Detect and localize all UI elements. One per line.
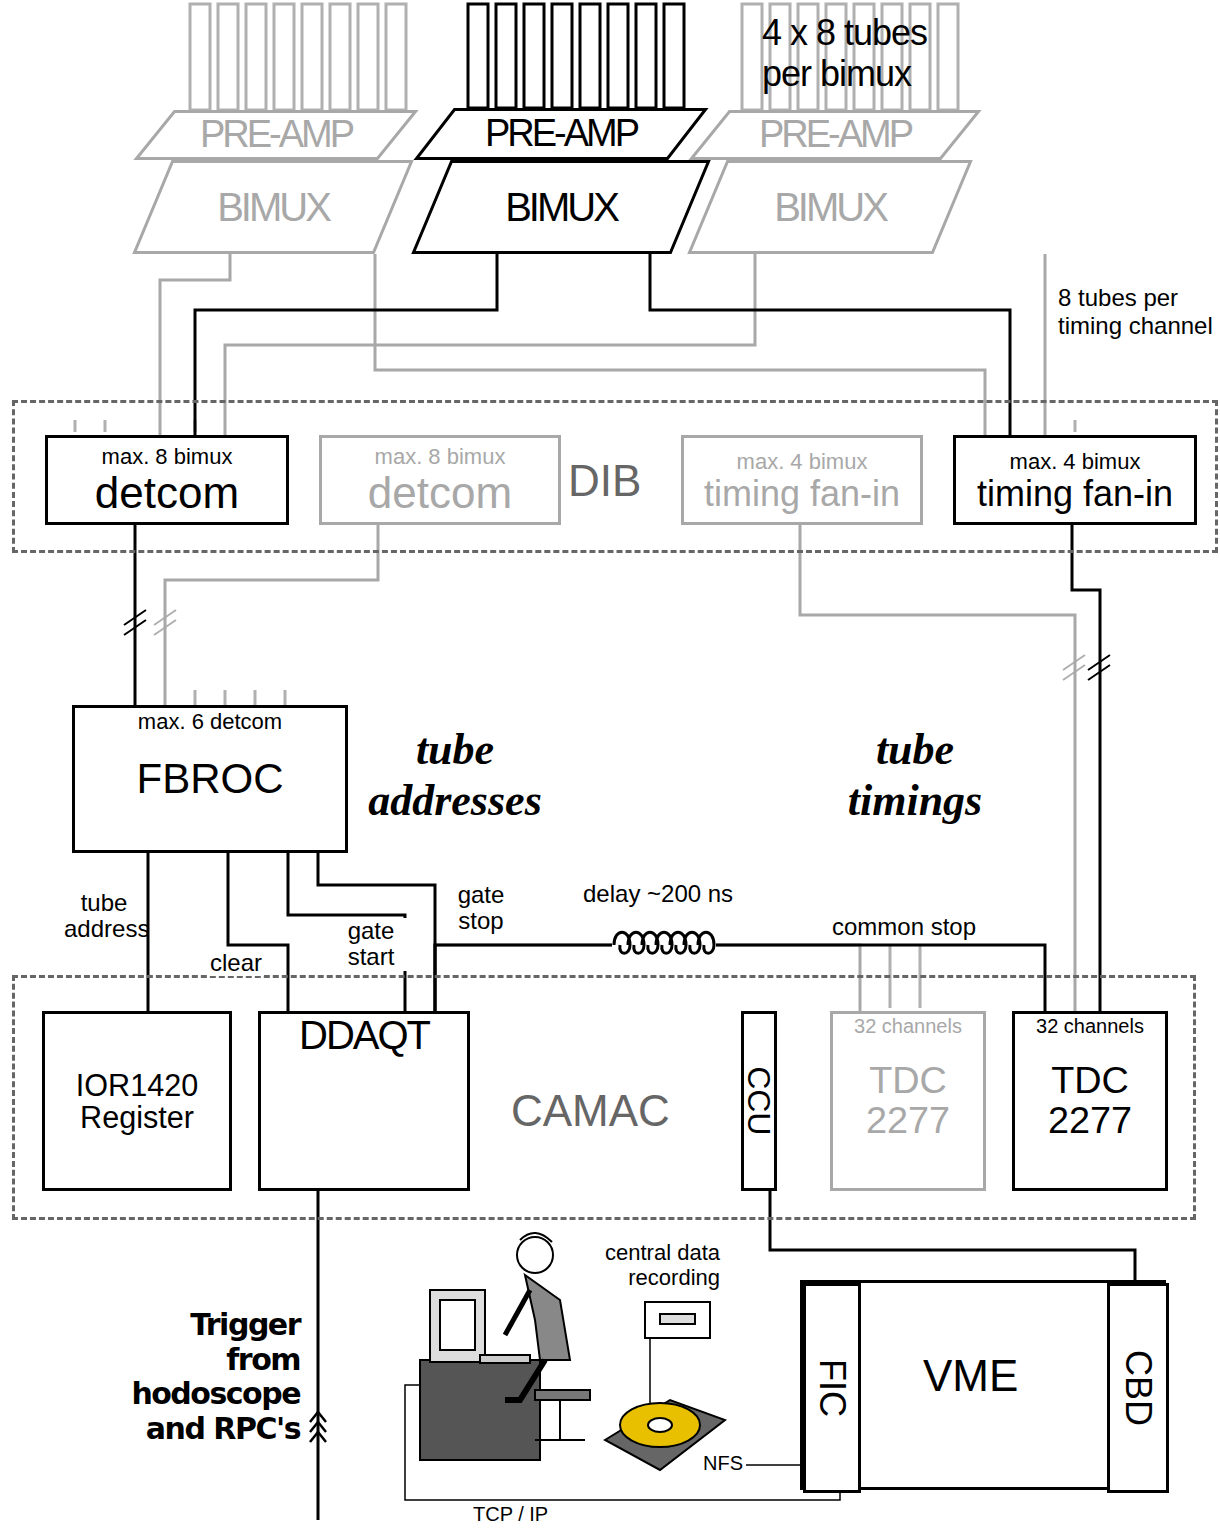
signal-cable bbox=[318, 853, 435, 1011]
signal-cable bbox=[228, 853, 288, 1011]
vme-crate: VME FIC CBD bbox=[800, 1280, 1166, 1490]
detcom-module: max. 8 bimuxdetcom bbox=[45, 435, 289, 525]
module-name: DIB bbox=[568, 458, 641, 504]
fic-module: FIC bbox=[803, 1283, 861, 1493]
tubes-black bbox=[468, 4, 684, 108]
camac-crate: CAMAC IOR1420 Register DDAQT CCU 32 channels… bbox=[12, 975, 1196, 1220]
register-module: IOR1420 Register bbox=[42, 1011, 232, 1191]
storage-caption: central data recording bbox=[560, 1240, 720, 1291]
tubes-grey-left bbox=[190, 4, 406, 110]
module-name: timing fan-in bbox=[977, 475, 1173, 513]
trigger-source: Trigger from hodoscope and RPC's bbox=[110, 1308, 300, 1446]
protocol-name: TCP / IP bbox=[470, 1503, 551, 1526]
module-name: FIC bbox=[813, 1359, 851, 1417]
timing-fanin-module: max. 4 bimuxtiming fan-in bbox=[953, 435, 1197, 525]
computer-user bbox=[420, 1233, 590, 1460]
signal-name: gate stop bbox=[444, 882, 518, 935]
signal-name: tube address bbox=[62, 890, 146, 943]
module-name: BIMUX bbox=[217, 186, 329, 228]
delay-value: delay ~200 ns bbox=[580, 880, 736, 908]
module-name: VME bbox=[923, 1353, 1018, 1399]
ddaqt-module: DDAQT bbox=[258, 1011, 470, 1191]
module-name: PRE-AMP bbox=[200, 115, 352, 155]
tube-count-note: 4 x 8 tubes per bimux bbox=[762, 12, 972, 95]
dib-crate: DIBmax. 8 bimuxdetcommax. 8 bimuxdetcomm… bbox=[12, 400, 1218, 553]
module-capacity: max. 6 detcom bbox=[138, 710, 282, 733]
signal-name: clear bbox=[208, 950, 264, 976]
module-name: CBD bbox=[1119, 1350, 1157, 1426]
module-name: DDAQT bbox=[299, 1014, 429, 1056]
tdc-module: 32 channelsTDC 2277 bbox=[1012, 1011, 1168, 1191]
module-capacity: 32 channels bbox=[854, 1016, 962, 1037]
signal-cable bbox=[435, 945, 1045, 1011]
signal-name: gate start bbox=[334, 918, 408, 971]
module-name: TDC 2277 bbox=[1015, 1061, 1165, 1140]
bimux-board: BIMUX bbox=[133, 160, 413, 254]
module-name: CCU bbox=[742, 1066, 776, 1135]
preamp-board: PRE-AMP bbox=[135, 110, 417, 160]
timing-fanin-module: max. 4 bimuxtiming fan-in bbox=[681, 435, 923, 525]
tape-unit bbox=[645, 1302, 710, 1338]
signal-cable bbox=[195, 254, 497, 435]
module-name: detcom bbox=[95, 470, 239, 516]
section-title: tube timings bbox=[820, 725, 1010, 826]
bimux-board: BIMUX bbox=[412, 160, 710, 254]
preamp-board: PRE-AMP bbox=[690, 110, 980, 160]
module-name: PRE-AMP bbox=[759, 115, 911, 155]
ccu-module: CCU bbox=[741, 1011, 777, 1191]
signal-cable bbox=[1044, 254, 1047, 435]
module-name: CAMAC bbox=[511, 1088, 670, 1134]
input-stubs bbox=[75, 420, 1075, 1008]
module-capacity: max. 8 bimux bbox=[375, 445, 506, 468]
module-name: TDC 2277 bbox=[833, 1061, 983, 1140]
module-name: detcom bbox=[368, 470, 512, 516]
module-capacity: max. 4 bimux bbox=[1010, 450, 1141, 473]
bimux-board: BIMUX bbox=[688, 160, 972, 254]
tdc-module: 32 channelsTDC 2277 bbox=[830, 1011, 986, 1191]
signal-cable bbox=[650, 254, 1010, 435]
protocol-name: NFS bbox=[700, 1452, 746, 1475]
detcom-module: max. 8 bimuxdetcom bbox=[319, 435, 561, 525]
fbroc-module: max. 6 detcomFBROC bbox=[72, 705, 348, 853]
module-name: FBROC bbox=[137, 757, 284, 801]
cbd-module: CBD bbox=[1107, 1283, 1169, 1493]
module-name: BIMUX bbox=[774, 186, 886, 228]
signal-cable bbox=[770, 1191, 1135, 1283]
signal-cable bbox=[435, 945, 860, 1011]
signal-cable bbox=[1072, 525, 1100, 1011]
preamp-board: PRE-AMP bbox=[415, 108, 707, 160]
module-name: IOR1420 Register bbox=[45, 1069, 229, 1133]
cable-break-grey bbox=[154, 610, 1085, 680]
module-name: BIMUX bbox=[505, 186, 617, 228]
signal-name: common stop bbox=[830, 914, 978, 940]
module-capacity: max. 8 bimux bbox=[102, 445, 233, 468]
module-name: PRE-AMP bbox=[485, 114, 637, 154]
timing-note: 8 tubes per timing channel bbox=[1058, 284, 1214, 339]
section-title: tube addresses bbox=[350, 725, 560, 826]
module-name: timing fan-in bbox=[704, 475, 900, 513]
signal-cable bbox=[225, 254, 755, 435]
module-capacity: max. 4 bimux bbox=[737, 450, 868, 473]
signal-cable bbox=[800, 525, 1075, 1011]
cable-break bbox=[124, 610, 1110, 680]
module-capacity: 32 channels bbox=[1036, 1016, 1144, 1037]
trigger-line bbox=[310, 1188, 326, 1520]
delay-coil bbox=[612, 932, 716, 954]
